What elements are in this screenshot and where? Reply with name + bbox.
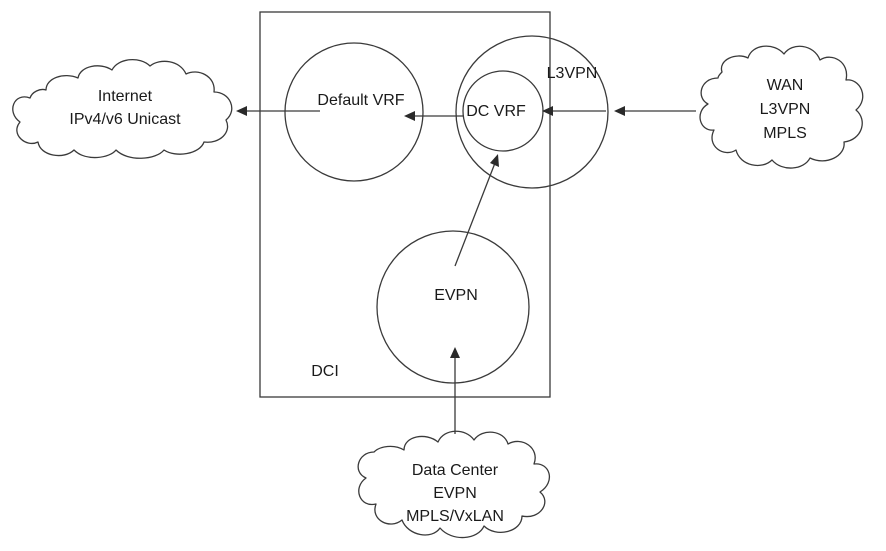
evpn-circle: [376, 230, 530, 384]
arrowhead-internet: [236, 106, 247, 116]
data-center-cloud-line-2: EVPN: [433, 485, 477, 502]
dci-box: [259, 11, 551, 398]
wan-cloud-line-2: L3VPN: [760, 101, 811, 118]
arrowhead-dci-from-wan: [614, 106, 625, 116]
default-vrf-circle: [284, 42, 424, 182]
default-vrf-label: Default VRF: [317, 92, 404, 109]
arrow-evpn-to-dc-vrf: [454, 162, 496, 267]
l3vpn-label: L3VPN: [547, 65, 598, 82]
internet-cloud: [12, 59, 233, 159]
internet-cloud-line-1: Internet: [98, 88, 153, 105]
data-center-cloud: [357, 430, 550, 539]
l3vpn-circle: [455, 35, 609, 189]
arrowhead-evpn: [450, 347, 460, 358]
dc-vrf-label: DC VRF: [466, 103, 526, 120]
wan-cloud: [699, 45, 864, 169]
data-center-cloud-line-1: Data Center: [412, 462, 499, 479]
internet-cloud-line-2: IPv4/v6 Unicast: [69, 111, 181, 128]
arrowhead-dc-vrf-from-l3vpn: [542, 106, 553, 116]
wan-cloud-line-1: WAN: [767, 77, 804, 94]
evpn-label: EVPN: [434, 287, 478, 304]
arrowhead-default-vrf: [404, 111, 415, 121]
data-center-cloud-line-3: MPLS/VxLAN: [406, 508, 504, 525]
dci-label: DCI: [311, 363, 339, 380]
arrowhead-dc-vrf-from-evpn: [490, 154, 499, 167]
wan-cloud-line-3: MPLS: [763, 125, 807, 142]
